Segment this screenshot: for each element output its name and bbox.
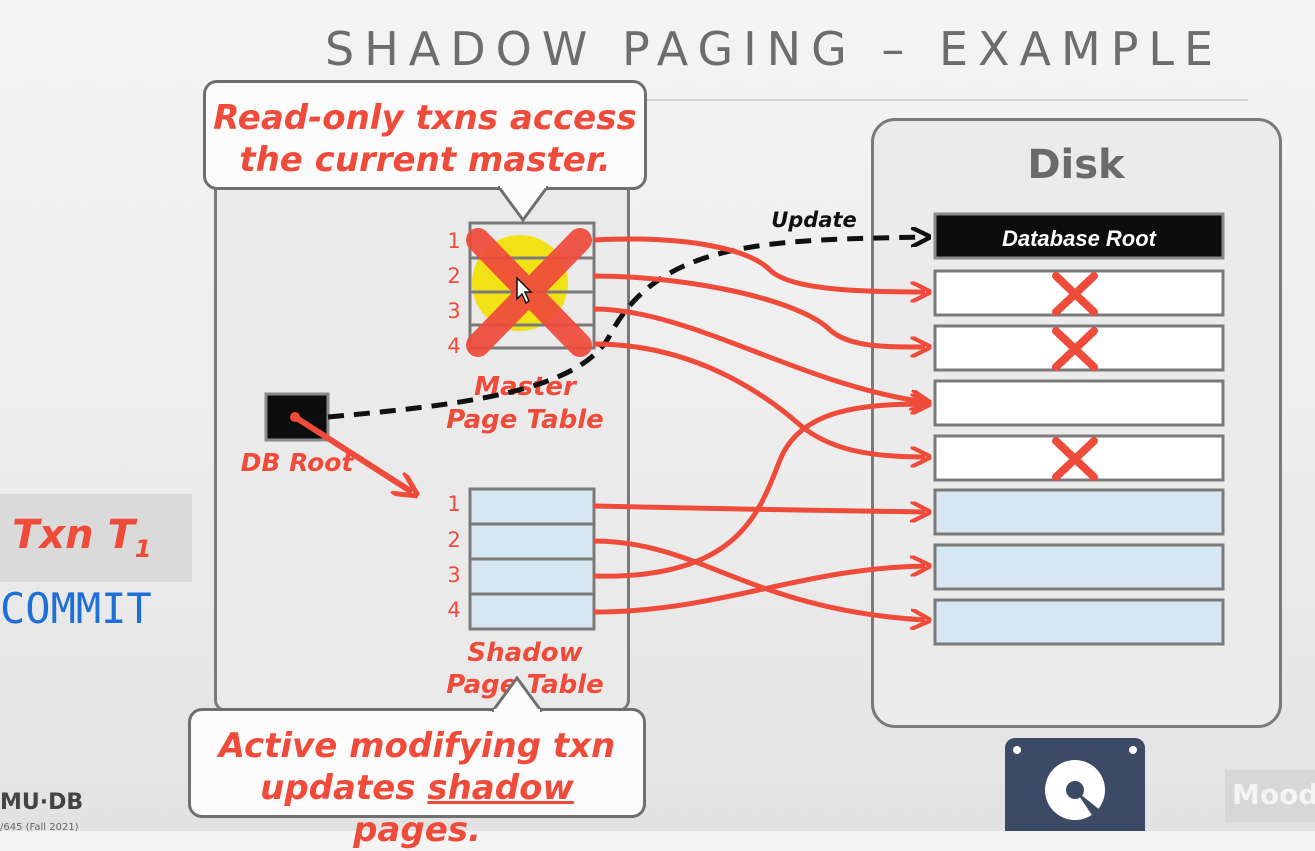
callout-line: the current master. xyxy=(239,140,611,180)
footer-logo: MU·DB xyxy=(0,790,84,815)
disk-page-shadow xyxy=(933,598,1225,646)
row-number: 3 xyxy=(447,299,460,323)
slide-title: SHADOW PAGING – EXAMPLE xyxy=(325,22,1224,76)
pointer-arrow xyxy=(593,404,925,579)
callout-read-only: Read-only txns access the current master… xyxy=(203,80,647,190)
disk-pages: Database Root xyxy=(933,212,1225,646)
row-number: 4 xyxy=(447,334,460,358)
watermark-text: Mood xyxy=(1232,778,1315,811)
row-number: 4 xyxy=(447,598,460,622)
pointer-arrow xyxy=(593,538,925,620)
cross-mark-icon xyxy=(1052,437,1098,481)
hard-disk-icon xyxy=(1005,738,1145,831)
shadow-table-label: Shadow xyxy=(467,638,583,668)
watermark-panel xyxy=(1225,770,1315,822)
master-table-label: Page Table xyxy=(446,405,604,435)
update-label: Update xyxy=(771,208,857,232)
disk-page-shadow xyxy=(933,543,1225,591)
shadow-row xyxy=(468,522,596,561)
row-number: 1 xyxy=(447,492,460,516)
cross-mark-icon xyxy=(1052,272,1098,316)
shadow-row-numbers: 1 2 3 4 xyxy=(447,492,460,622)
commit-label: COMMIT xyxy=(0,584,152,633)
row-number: 1 xyxy=(447,229,460,253)
cursor-icon xyxy=(516,276,533,305)
shadow-page-table xyxy=(468,487,596,631)
database-root-label: Database Root xyxy=(1002,226,1158,251)
pointer-arrow xyxy=(593,273,925,347)
db-root-arrow xyxy=(293,414,412,492)
pointer-arrow xyxy=(593,306,925,402)
callout-emphasis: shadow xyxy=(427,768,574,808)
callout-bottom-pointer xyxy=(492,676,542,712)
disk-page-shadow xyxy=(933,488,1225,536)
row-number: 3 xyxy=(447,563,460,587)
callout-line: Read-only txns access xyxy=(213,98,637,138)
disk-database-root xyxy=(933,212,1225,260)
callout-active-txn: Active modifying txn updates shadow page… xyxy=(188,708,646,850)
txn-panel xyxy=(0,494,192,582)
master-row-numbers: 1 2 3 4 xyxy=(447,229,460,358)
pointer-arrow xyxy=(593,566,925,615)
pointer-arrow xyxy=(593,236,925,292)
cross-mark-icon xyxy=(1052,327,1098,371)
footer-course: /645 (Fall 2021) xyxy=(0,822,79,833)
shadow-row xyxy=(468,592,596,631)
txn-label: Txn T1 xyxy=(12,512,152,563)
callout-line: Active modifying txn xyxy=(218,726,616,766)
row-number: 2 xyxy=(447,264,460,288)
db-root-label: DB Root xyxy=(241,448,355,477)
pointer-arrow xyxy=(593,341,925,457)
shadow-row xyxy=(468,487,596,526)
shadow-pointers xyxy=(593,404,925,620)
row-number: 2 xyxy=(447,528,460,552)
update-arrow xyxy=(327,237,925,420)
shadow-row xyxy=(468,557,596,596)
title-divider xyxy=(470,99,1248,101)
callout-top-pointer xyxy=(498,186,548,223)
master-pointers xyxy=(593,236,925,457)
disk-label: Disk xyxy=(1027,142,1125,188)
disk-cross-marks xyxy=(1052,272,1098,481)
shadow-paging-diagram: Database Root 1 2 3 4 1 2 3 xyxy=(241,208,1225,831)
txn-subscript: 1 xyxy=(134,535,152,563)
callout-line: updates shadow pages. xyxy=(260,768,574,850)
disk-page xyxy=(933,379,1225,427)
